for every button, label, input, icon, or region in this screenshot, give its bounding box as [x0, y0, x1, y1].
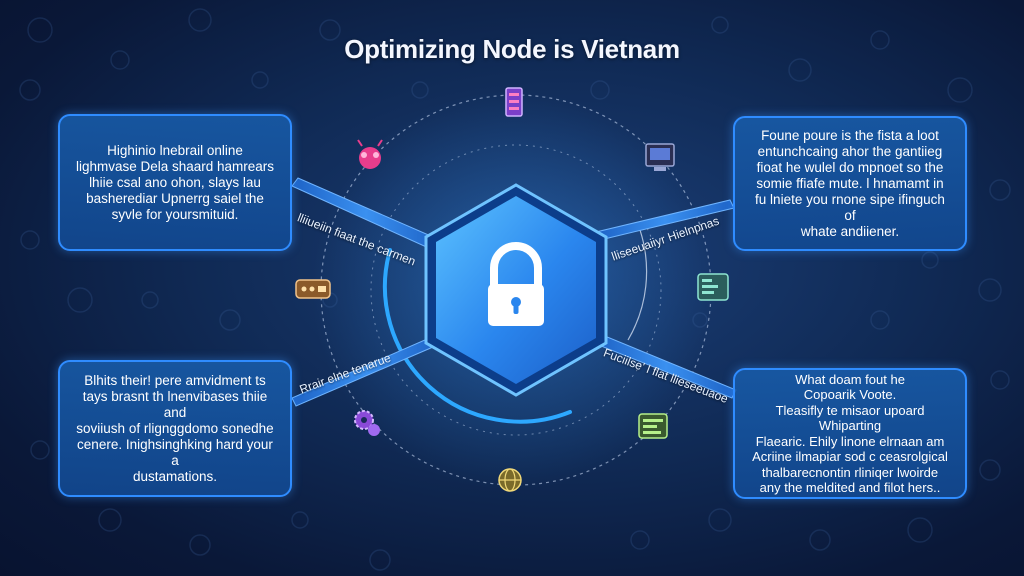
info-panel-text: Foune poure is the fista a loot entunchc…: [755, 127, 945, 239]
info-panel-text: Blhits their! pere amvidment ts tays bra…: [76, 372, 274, 484]
globe-icon: [498, 468, 522, 492]
info-panel-top-left: Highinio lnebrail online lighmvase Dela …: [58, 114, 292, 251]
connector-beams: [291, 177, 737, 407]
padlock-icon: [488, 242, 544, 326]
monitor-icon: [645, 143, 675, 171]
database-icon: [697, 273, 729, 301]
server-tower-icon: [505, 87, 523, 117]
bug-icon: [357, 139, 383, 169]
info-panel-text: What doam fout he Copoarik Voote. Tleasi…: [752, 371, 948, 496]
gear-cluster-icon: [354, 410, 380, 436]
info-panel-text: Highinio lnebrail online lighmvase Dela …: [75, 142, 275, 222]
info-panel-top-right: Foune poure is the fista a loot entunchc…: [733, 116, 967, 251]
info-panel-bottom-right: What doam fout he Copoarik Voote. Tleasi…: [733, 368, 967, 499]
router-icon: [295, 279, 331, 299]
page-title: Optimizing Node is Vietnam: [344, 34, 680, 64]
terminal-icon: [638, 413, 668, 439]
info-panel-bottom-left: Blhits their! pere amvidment ts tays bra…: [58, 360, 292, 497]
